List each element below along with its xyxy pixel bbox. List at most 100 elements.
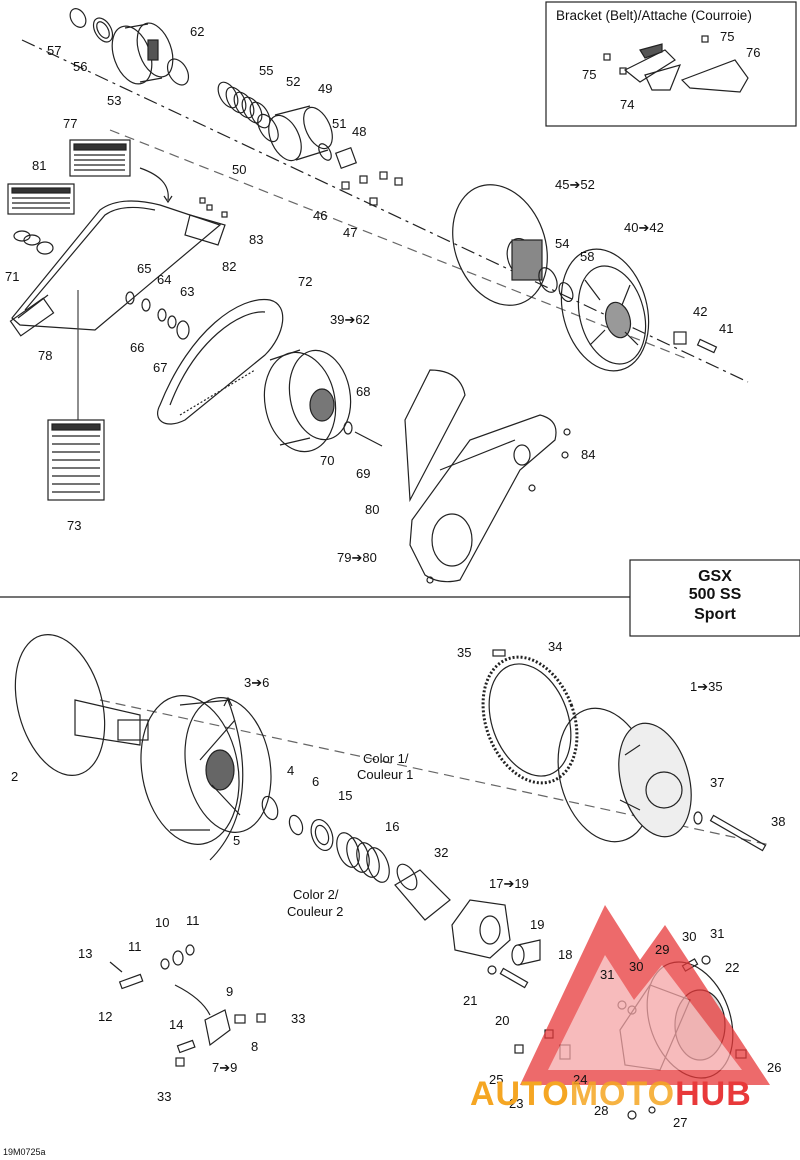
callout: 30 [682, 929, 697, 944]
label-77 [69, 139, 131, 177]
callout: 77 [63, 116, 78, 131]
callout: 73 [67, 518, 82, 533]
bushing-48 [334, 146, 358, 170]
assembly-arrow [209, 699, 244, 861]
callout: 15 [338, 788, 353, 803]
washer-54 [538, 267, 558, 293]
callout: 47 [343, 225, 358, 240]
callout: 24 [573, 1072, 588, 1087]
model-box-text: GSX 500 SS Sport [630, 566, 800, 636]
callout: 52 [286, 74, 301, 89]
callout: 69 [356, 466, 371, 481]
watermark-text: AUTOMOTOHUB [470, 1075, 752, 1114]
callout: 16 [385, 819, 400, 834]
moveable-sheave-3 [140, 695, 272, 845]
callout: 57 [47, 43, 62, 58]
fixed-sheave-2 [14, 634, 149, 776]
callout: 84 [581, 447, 596, 462]
callout: 3➔6 [244, 675, 270, 690]
callout: 7➔9 [212, 1060, 238, 1075]
label-81 [7, 183, 75, 215]
callout: 62 [190, 24, 205, 39]
callout: 67 [153, 360, 168, 375]
spring-55 [217, 81, 271, 129]
callout: 1➔35 [690, 679, 723, 694]
callout: 38 [771, 814, 786, 829]
callout: Color 1/ [363, 751, 409, 766]
washers-63-67 [125, 291, 190, 340]
center-axis-top [21, 39, 749, 383]
callout: 66 [130, 340, 145, 355]
callout: 81 [32, 158, 47, 173]
cover-80 [404, 369, 466, 503]
callout: 14 [169, 1017, 184, 1032]
clip-82 [184, 214, 226, 246]
callout: 54 [555, 236, 570, 251]
callout: 64 [157, 272, 172, 287]
callout: 31 [600, 967, 615, 982]
bolt-38 [709, 814, 767, 852]
watermark-part-2: MOTO [569, 1075, 676, 1113]
bolt-69 [354, 431, 383, 447]
callout: 75 [720, 29, 735, 44]
callout: 11 [128, 939, 142, 954]
callout: 12 [98, 1009, 113, 1024]
cup-49 [268, 105, 333, 162]
callout: 6 [312, 774, 320, 789]
driven-pulley-1 [557, 707, 692, 843]
callout: 25 [489, 1072, 504, 1087]
callout: 13 [78, 946, 93, 961]
bushing-15 [310, 818, 334, 852]
callout: 32 [434, 845, 449, 860]
callout: 4 [287, 763, 295, 778]
callout: 39➔62 [330, 312, 370, 327]
spring-pin-71 [13, 230, 54, 255]
ring-gear-34 [481, 655, 579, 785]
fixed-sheave-40 [560, 248, 650, 372]
nuts-84 [426, 428, 571, 584]
callout: 23 [509, 1096, 524, 1111]
callout: 28 [594, 1103, 609, 1118]
screws-75 [603, 35, 709, 75]
drive-belt-72 [157, 298, 284, 425]
screw-33-top [256, 1013, 266, 1023]
model-line-3: Sport [694, 606, 736, 623]
washer-21 [487, 965, 497, 975]
callout: 71 [5, 269, 20, 284]
callout: 5 [233, 833, 241, 848]
callout: Couleur 2 [287, 904, 344, 919]
callout: 80 [365, 502, 380, 517]
callout: 8 [251, 1039, 259, 1054]
ring-6 [288, 814, 304, 836]
ring-51 [318, 143, 332, 161]
sleeve-32 [394, 863, 451, 921]
callout: 75 [582, 67, 597, 82]
bracket-76 [680, 59, 749, 93]
watermark-logo [520, 905, 770, 1085]
callout: 58 [580, 249, 595, 264]
callout: 50 [232, 162, 247, 177]
callout: 19 [530, 917, 545, 932]
washer-37 [693, 811, 703, 825]
callout: 70 [320, 453, 335, 468]
model-box [629, 559, 800, 637]
model-line-2: 500 SS [688, 586, 742, 603]
screws-46-47 [341, 171, 403, 206]
callout: 11 [186, 913, 200, 928]
nut-42 [673, 331, 687, 345]
callout: 33 [157, 1089, 172, 1104]
cam-arm-7 [204, 1009, 231, 1047]
roller-parts-10-11 [160, 944, 195, 970]
callout: 30 [629, 959, 644, 974]
callout: 79➔80 [337, 550, 377, 565]
callout: 56 [73, 59, 88, 74]
drive-pulley-39 [263, 349, 352, 453]
axis-bottom [99, 699, 771, 846]
bolt-35 [492, 649, 506, 657]
callout: 46 [313, 208, 328, 223]
callout: 49 [318, 81, 333, 96]
pin-13 [109, 961, 123, 973]
callout: 18 [558, 947, 573, 962]
bracket-box-title: Bracket (Belt)/Attache (Courroie) [556, 8, 752, 23]
bolt-41 [696, 338, 718, 354]
